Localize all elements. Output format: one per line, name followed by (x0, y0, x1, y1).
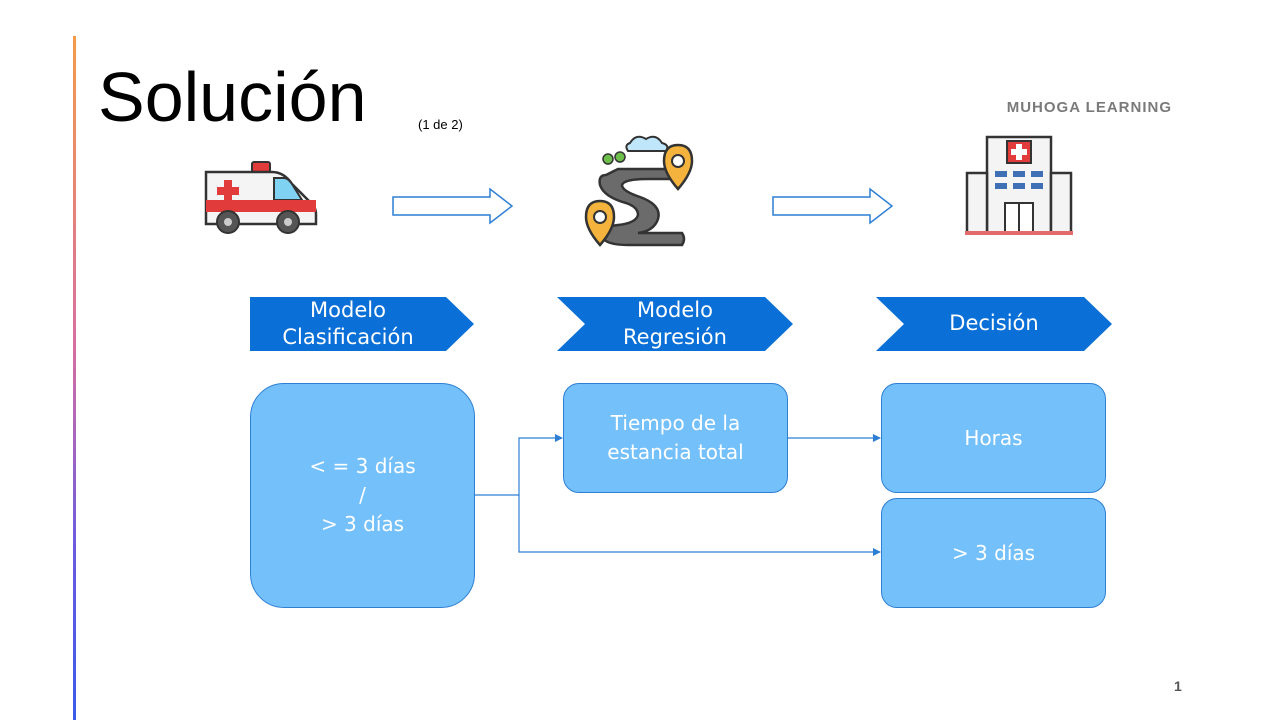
over3-box: > 3 días (881, 498, 1106, 608)
accent-line (73, 36, 76, 720)
connector-class-to-regression (474, 434, 563, 496)
flow-arrow-2 (772, 187, 894, 225)
stage-regression-chevron: Modelo Regresión (557, 297, 793, 351)
hours-box: Horas (881, 383, 1106, 493)
stage-classification-chevron: Modelo Clasificación (250, 297, 474, 351)
page-subtitle: (1 de 2) (418, 117, 463, 132)
page-number: 1 (1174, 678, 1182, 694)
brand-label: MUHOGA LEARNING (1006, 99, 1172, 116)
regression-box: Tiempo de la estancia total (563, 383, 788, 493)
road-route-icon (584, 135, 694, 247)
connector-class-to-over3 (518, 495, 881, 556)
hospital-icon (965, 135, 1073, 235)
page-title: Solución (98, 58, 367, 136)
stage-decision-chevron: Decisión (876, 297, 1112, 351)
flow-arrow-1 (392, 187, 514, 225)
stage-decision-label: Decisión (949, 311, 1039, 336)
stage-classification-label: Modelo Clasificación (282, 297, 414, 349)
classification-box: < = 3 días / > 3 días (250, 383, 475, 608)
stage-regression-label: Modelo Regresión (623, 297, 727, 349)
ambulance-icon (204, 161, 318, 234)
